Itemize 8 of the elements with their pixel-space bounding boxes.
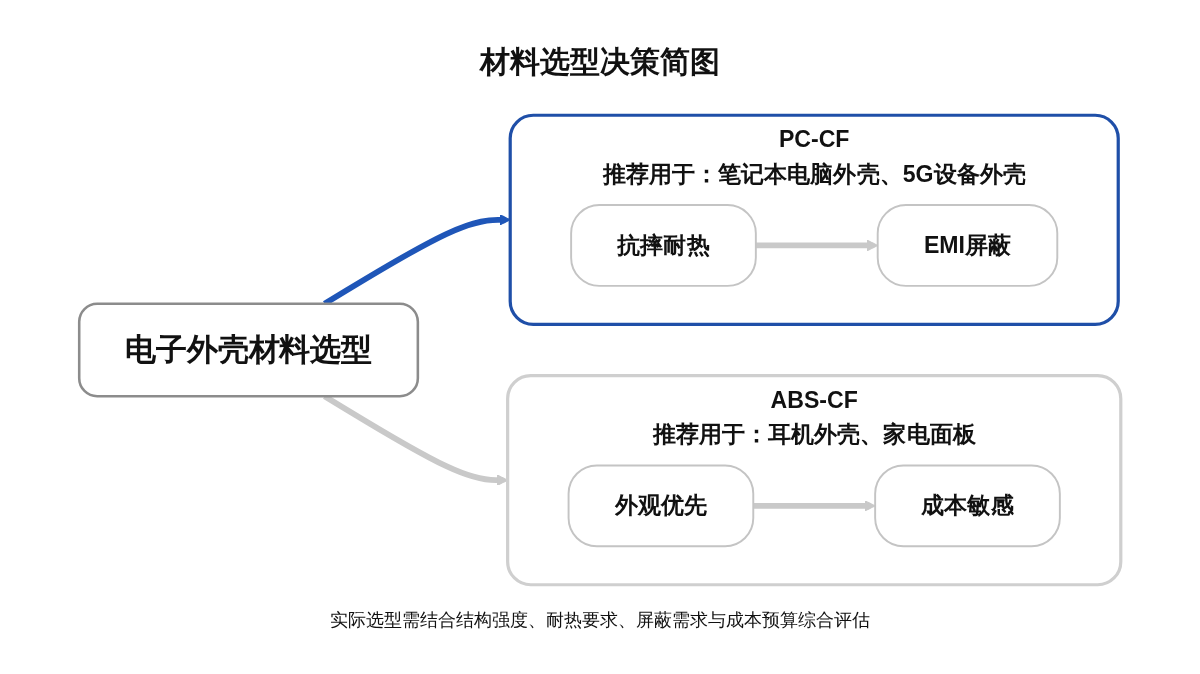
node-box: EMI屏蔽 — [876, 204, 1059, 287]
caption: 实际选型需结合结构强度、耐热要求、屏蔽需求与成本预算综合评估 — [329, 609, 871, 632]
node-box: 抗摔耐热 — [570, 204, 757, 287]
node-box: 成本敏感 — [874, 464, 1061, 548]
arrow — [753, 500, 876, 512]
node-box: 电子外壳材料选型 — [77, 302, 420, 398]
diagram-title: 材料选型决策简图 — [478, 44, 721, 80]
node-box: 外观优先 — [567, 464, 755, 548]
